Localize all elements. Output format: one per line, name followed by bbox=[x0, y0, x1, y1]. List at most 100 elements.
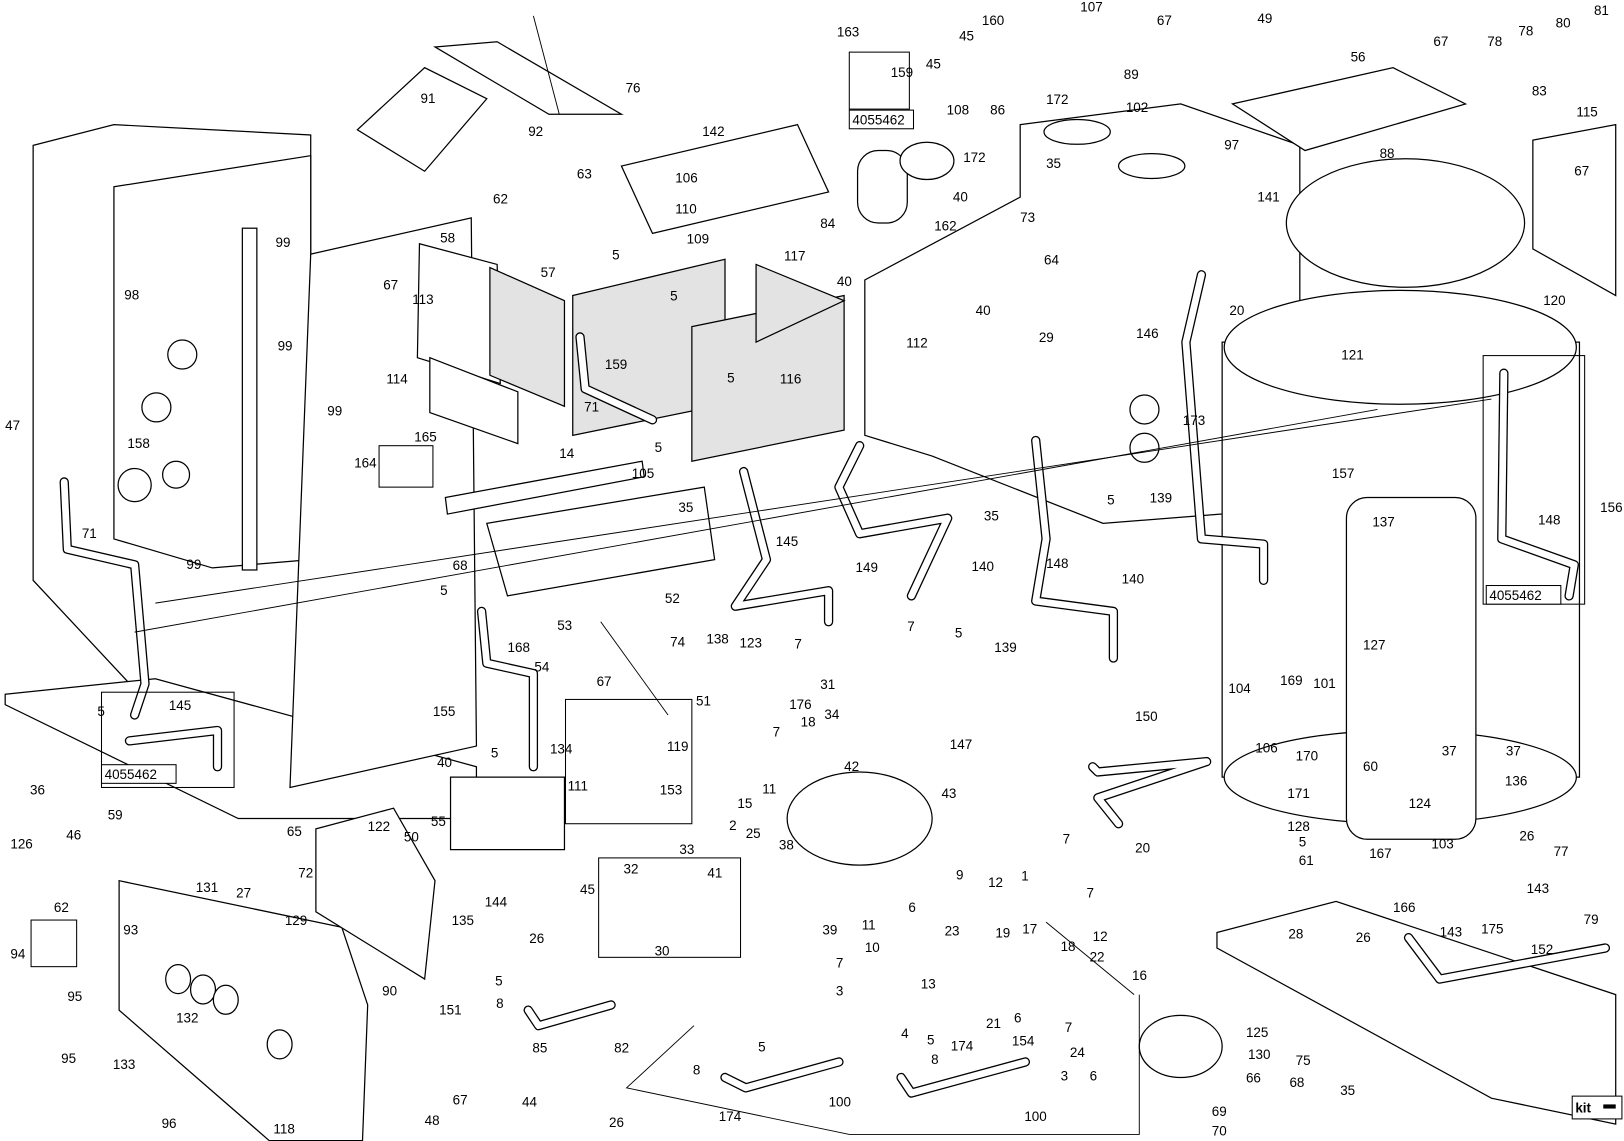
part-label: 139 bbox=[994, 640, 1016, 655]
part-label: 27 bbox=[236, 885, 251, 900]
part-label: 100 bbox=[829, 1094, 851, 1109]
part-label: 5 bbox=[758, 1040, 765, 1055]
part-label: 59 bbox=[108, 808, 123, 823]
part-label: 128 bbox=[1287, 819, 1309, 834]
front-plate bbox=[416, 242, 501, 385]
part-label: 5 bbox=[440, 583, 447, 598]
part-label: 65 bbox=[287, 824, 302, 839]
part-label: 67 bbox=[1157, 13, 1172, 28]
part-label: 129 bbox=[285, 913, 307, 928]
part-label: 78 bbox=[1487, 34, 1502, 49]
detail-box-145 bbox=[100, 691, 235, 789]
part-label: 92 bbox=[528, 124, 543, 139]
part-label: 93 bbox=[123, 923, 138, 938]
part-label: 5 bbox=[495, 973, 502, 988]
detail-box-165 bbox=[378, 445, 434, 488]
detail-box-159 bbox=[848, 51, 910, 110]
part-label: 88 bbox=[1380, 146, 1395, 161]
part-label: 6 bbox=[908, 900, 915, 915]
part-label: 7 bbox=[773, 725, 780, 740]
part-label: 130 bbox=[1248, 1047, 1270, 1062]
part-label: 14 bbox=[559, 446, 574, 461]
part-label: 152 bbox=[1531, 942, 1553, 957]
part-label: 145 bbox=[776, 534, 798, 549]
part-label: 104 bbox=[1228, 681, 1251, 696]
part-label: 80 bbox=[1556, 15, 1571, 30]
part-label: 12 bbox=[988, 875, 1003, 890]
part-label: 26 bbox=[609, 1115, 624, 1130]
part-label: 72 bbox=[298, 866, 313, 881]
part-label: 25 bbox=[746, 826, 761, 841]
part-label: 159 bbox=[605, 357, 627, 372]
electronics-cover bbox=[315, 807, 436, 981]
part-label: 95 bbox=[67, 989, 82, 1004]
part-label: 106 bbox=[1255, 740, 1277, 755]
part-label: 5 bbox=[491, 745, 498, 760]
part-label: 7 bbox=[836, 956, 843, 971]
part-label: 113 bbox=[412, 292, 433, 307]
part-label: 6 bbox=[1090, 1069, 1097, 1084]
part-label: 155 bbox=[433, 704, 455, 719]
part-label: 143 bbox=[1440, 925, 1462, 940]
part-label: 69 bbox=[1212, 1104, 1227, 1119]
diaphragm-125 bbox=[1138, 1014, 1223, 1079]
part-label: 46 bbox=[66, 827, 81, 842]
part-label: 116 bbox=[780, 372, 801, 387]
kit-code-box-2: 4055462 bbox=[100, 764, 177, 784]
part-label: 7 bbox=[1063, 831, 1070, 846]
part-label: 99 bbox=[327, 404, 342, 419]
part-label: 7 bbox=[907, 619, 914, 634]
part-label: 32 bbox=[624, 861, 639, 876]
part-label: 40 bbox=[953, 189, 968, 204]
part-label: 145 bbox=[169, 698, 191, 713]
part-label: 142 bbox=[702, 124, 724, 139]
part-label: 24 bbox=[1070, 1045, 1085, 1060]
part-label: 100 bbox=[1024, 1109, 1046, 1124]
part-label: 132 bbox=[176, 1011, 198, 1026]
part-label: 45 bbox=[959, 29, 974, 44]
part-label: 35 bbox=[1340, 1083, 1355, 1098]
part-label: 37 bbox=[1442, 743, 1457, 758]
part-label: 8 bbox=[496, 996, 503, 1011]
part-label: 82 bbox=[614, 1041, 629, 1056]
part-label: 40 bbox=[837, 274, 852, 289]
part-label: 68 bbox=[1289, 1075, 1304, 1090]
part-label: 5 bbox=[670, 289, 677, 304]
part-label: 23 bbox=[945, 924, 960, 939]
part-label: 78 bbox=[1518, 24, 1533, 39]
part-label: 35 bbox=[984, 508, 999, 523]
part-label: 45 bbox=[926, 57, 941, 72]
cabinet-frame bbox=[32, 123, 312, 789]
part-label: 149 bbox=[856, 560, 878, 575]
part-label: 127 bbox=[1363, 638, 1385, 653]
part-label: 22 bbox=[1090, 949, 1105, 964]
minus-icon bbox=[1603, 1104, 1616, 1109]
part-label: 121 bbox=[1341, 348, 1363, 363]
part-label: 163 bbox=[837, 25, 859, 40]
pump bbox=[786, 771, 933, 866]
part-label: 131 bbox=[196, 880, 218, 895]
part-label: 172 bbox=[963, 150, 985, 165]
part-label: 153 bbox=[660, 783, 682, 798]
part-label: 35 bbox=[678, 500, 693, 515]
part-label: 67 bbox=[1574, 163, 1589, 178]
part-label: 115 bbox=[1576, 104, 1597, 119]
part-label: 5 bbox=[1107, 493, 1114, 508]
part-label: 5 bbox=[955, 625, 962, 640]
flue-adaptor bbox=[856, 149, 908, 224]
part-label: 170 bbox=[1296, 749, 1318, 764]
part-label: 57 bbox=[541, 265, 556, 280]
kit-legend: kit bbox=[1571, 1095, 1623, 1120]
part-label: 21 bbox=[986, 1016, 1001, 1031]
part-label: 102 bbox=[1126, 100, 1148, 115]
part-label: 62 bbox=[54, 900, 69, 915]
part-label: 174 bbox=[719, 1109, 742, 1124]
part-label: 103 bbox=[1431, 837, 1453, 852]
part-label: 84 bbox=[820, 216, 835, 231]
part-label: 26 bbox=[1519, 828, 1534, 843]
part-label: 71 bbox=[584, 400, 599, 415]
part-label: 101 bbox=[1313, 676, 1335, 691]
part-label: 174 bbox=[951, 1039, 974, 1054]
part-label: 99 bbox=[278, 338, 293, 353]
side-plate-115 bbox=[1532, 123, 1617, 297]
